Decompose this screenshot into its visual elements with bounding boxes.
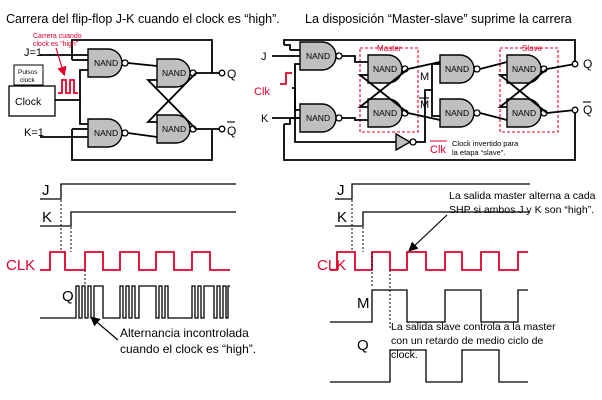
clock-box-label: Clock	[15, 96, 42, 108]
left-timing-caption: Alternancia incontrolada	[120, 326, 249, 340]
rtiming-m-label: M	[357, 295, 370, 312]
clk-step-symbol	[280, 72, 292, 85]
timing-k-label: K	[42, 209, 52, 226]
slave-q-signal	[330, 349, 528, 383]
slave-label: Slave	[522, 44, 543, 53]
rclk-signal	[330, 251, 528, 271]
svg-text:cuando el clock es “high”.: cuando el clock es “high”.	[120, 342, 256, 356]
rj-signal	[335, 183, 530, 200]
race-note: Carrera cuando	[33, 33, 82, 40]
timing-q-label: Q	[62, 288, 74, 305]
svg-text:con un retardo de medio ciclo: con un retardo de medio ciclo de	[391, 335, 544, 347]
svg-text:NAND: NAND	[94, 58, 118, 68]
svg-text:clock.: clock.	[391, 349, 418, 361]
clock-source-box	[8, 85, 56, 117]
rtiming-k-label: K	[337, 209, 347, 226]
left-j-label: J=1	[24, 47, 42, 59]
inverted-clock-note: Clock invertido para	[452, 139, 519, 148]
clk-signal	[40, 251, 230, 271]
right-circuit: Master Slave NAND NAND NAND NAND NAND NA…	[254, 39, 592, 161]
rtiming-clk-label: CLK	[317, 257, 346, 274]
slave-note: La salida slave controla a la master	[391, 321, 556, 333]
left-title: Carrera del flip-flop J-K cuando el cloc…	[6, 12, 280, 26]
master-stage-box	[359, 47, 419, 133]
svg-text:clock es “high”: clock es “high”	[33, 41, 79, 48]
timing-j-label: J	[42, 182, 50, 199]
svg-text:NAND: NAND	[373, 64, 397, 74]
master-label: Master	[377, 44, 402, 53]
left-timing-diagram: J K CLK Q Alternancia incontrolada cuand…	[6, 182, 256, 356]
svg-text:clock: clock	[20, 77, 36, 84]
right-qbar-label: Q	[583, 103, 592, 117]
rtiming-q-label: Q	[357, 337, 369, 354]
right-timing-diagram: J K CLK M Q La salida master alterna a c…	[317, 182, 596, 383]
svg-text:NAND: NAND	[306, 51, 330, 61]
svg-text:SHP si ambos J y K son “high”.: SHP si ambos J y K son “high”.	[449, 204, 594, 216]
slave-stage-box	[499, 47, 559, 133]
rtiming-j-label: J	[337, 182, 345, 199]
clkbar-label: Clk	[430, 144, 446, 156]
pulses-label-box	[13, 64, 44, 86]
svg-text:NAND: NAND	[512, 64, 536, 74]
left-k-label: K=1	[24, 127, 44, 139]
left-q-label: Q	[227, 67, 236, 81]
svg-text:NAND: NAND	[306, 113, 330, 123]
left-qbar-label: Q	[227, 124, 236, 138]
left-circuit: NAND NAND NAND NAND Q Q J=1 K=1	[8, 33, 236, 161]
svg-text:la etapa “slave”.: la etapa “slave”.	[452, 148, 505, 157]
clock-pulse-train	[58, 79, 78, 94]
right-q-label: Q	[583, 57, 592, 71]
svg-text:NAND: NAND	[162, 124, 186, 134]
svg-text:NAND: NAND	[445, 108, 469, 118]
clock-inverter	[395, 132, 412, 152]
rk-signal	[335, 211, 530, 227]
j-signal	[40, 183, 236, 200]
k-signal	[40, 211, 236, 227]
svg-text:NAND: NAND	[445, 64, 469, 74]
q-signal	[40, 285, 230, 319]
m-label: M	[420, 71, 429, 83]
right-title: La disposición “Master-slave” suprime la…	[305, 12, 572, 26]
right-clk-label: Clk	[254, 86, 270, 98]
timing-clk-label: CLK	[6, 257, 35, 274]
svg-text:NAND: NAND	[94, 128, 118, 138]
svg-text:NAND: NAND	[512, 108, 536, 118]
right-k-label: K	[261, 113, 269, 125]
mbar-label: M	[420, 99, 429, 111]
master-note: La salida master alterna a cada	[449, 190, 596, 202]
m-signal	[330, 289, 528, 323]
svg-text:Pulsos: Pulsos	[18, 69, 38, 76]
svg-text:NAND: NAND	[162, 68, 186, 78]
right-j-label: J	[261, 51, 267, 63]
svg-text:NAND: NAND	[373, 108, 397, 118]
